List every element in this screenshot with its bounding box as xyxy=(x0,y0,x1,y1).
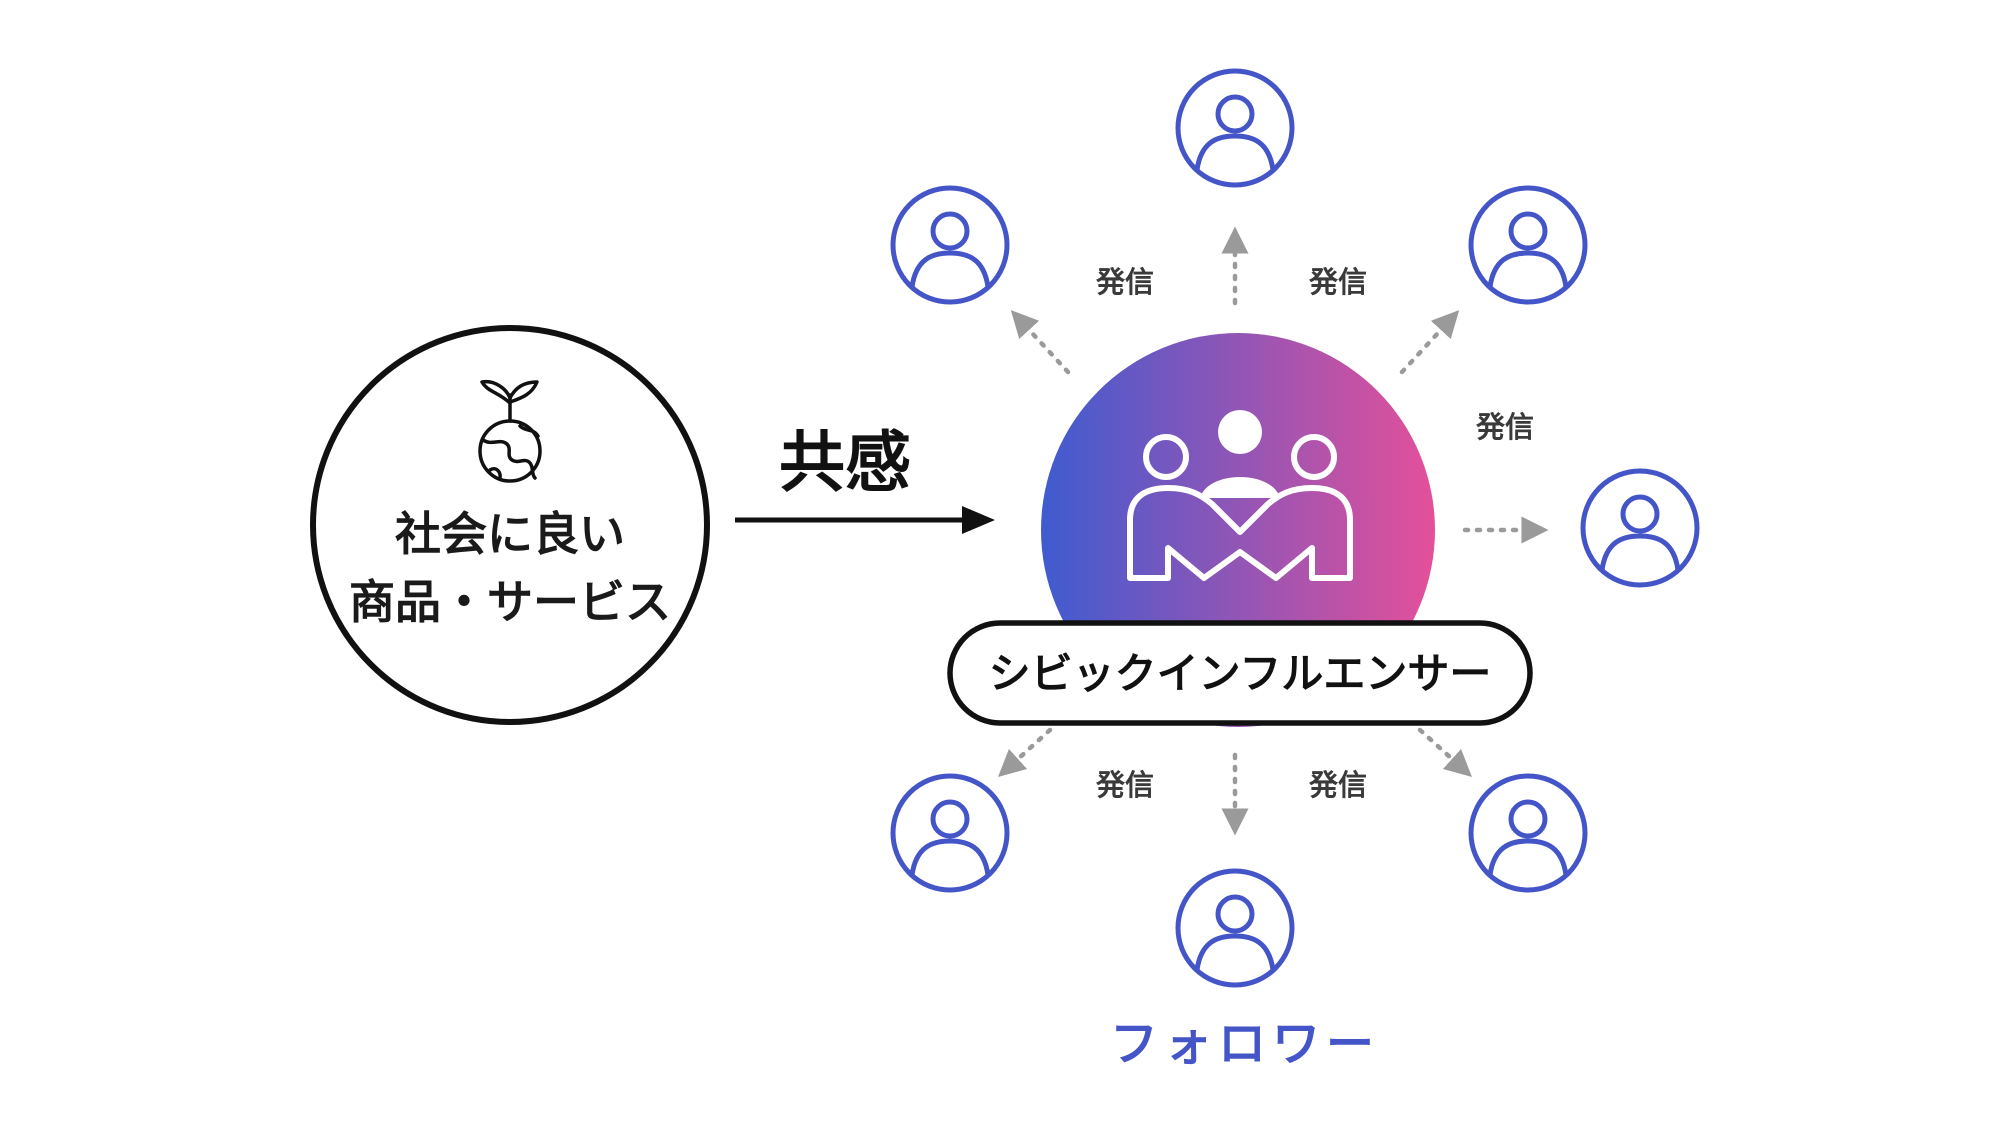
person-icon-ring xyxy=(1175,68,1295,188)
product-node: 社会に良い 商品・サービス xyxy=(310,325,710,725)
broadcast-label-right: 発信 xyxy=(1475,410,1534,444)
person-icon-body xyxy=(1194,133,1276,173)
broadcast-label-bottom-left: 発信 xyxy=(1095,768,1154,802)
group-people-icon xyxy=(1127,410,1353,581)
follower-avatar-top-left xyxy=(890,185,1010,305)
empathy-label: 共感 xyxy=(779,424,911,501)
person-icon-ring xyxy=(890,773,1010,893)
person-icon-body xyxy=(1599,533,1681,573)
broadcast-label-bottom-right: 発信 xyxy=(1308,768,1367,802)
person-icon-head xyxy=(930,799,970,839)
broadcast-labels: 発信 発信 発信 発信 発信 xyxy=(1095,265,1534,802)
follower-avatar-bottom xyxy=(1175,868,1295,988)
empathy-arrow-head xyxy=(962,506,995,534)
follower-avatar-bottom-right xyxy=(1468,773,1588,893)
arrow-top-right xyxy=(1399,310,1460,375)
sprout-globe-icon xyxy=(478,379,542,483)
person-icon-ring xyxy=(890,185,1010,305)
broadcast-arrows xyxy=(997,226,1549,836)
person-icon-ring xyxy=(1468,185,1588,305)
product-label-line2: 商品・サービス xyxy=(349,575,671,629)
product-label-line1: 社会に良い xyxy=(395,507,625,561)
person-icon-ring xyxy=(1175,868,1295,988)
arrow-bottom-right xyxy=(1417,727,1473,778)
person-icon-ring xyxy=(1468,773,1588,893)
follower-label: フォロワー xyxy=(1110,1016,1380,1072)
person-icon-body xyxy=(909,838,991,878)
person-icon-head xyxy=(1215,94,1255,134)
follower-avatar-top xyxy=(1175,68,1295,188)
follower-avatar-top-right xyxy=(1468,185,1588,305)
arrow-top-left xyxy=(1010,310,1071,375)
person-icon-head xyxy=(1620,494,1660,534)
follower-avatar-bottom-left xyxy=(890,773,1010,893)
follower-avatar-right xyxy=(1580,468,1700,588)
person-icon-head xyxy=(1508,799,1548,839)
broadcast-label-top-left: 発信 xyxy=(1095,265,1154,299)
person-icon-body xyxy=(1487,250,1569,290)
arrow-bottom-left xyxy=(997,727,1053,778)
product-circle xyxy=(310,325,710,725)
person-icon-body xyxy=(909,250,991,290)
followers xyxy=(890,68,1700,988)
person-icon-head xyxy=(1508,211,1548,251)
empathy-connector: 共感 xyxy=(735,424,995,534)
broadcast-label-top-right: 発信 xyxy=(1308,265,1367,299)
influencer-label: シビックインフルエンサー xyxy=(989,649,1492,698)
influencer-node: シビックインフルエンサー xyxy=(947,333,1533,727)
person-icon-ring xyxy=(1580,468,1700,588)
person-icon-head xyxy=(930,211,970,251)
person-icon-body xyxy=(1194,933,1276,973)
person-icon-head xyxy=(1215,894,1255,934)
person-icon-body xyxy=(1487,838,1569,878)
influencer-label-pill xyxy=(947,620,1533,726)
